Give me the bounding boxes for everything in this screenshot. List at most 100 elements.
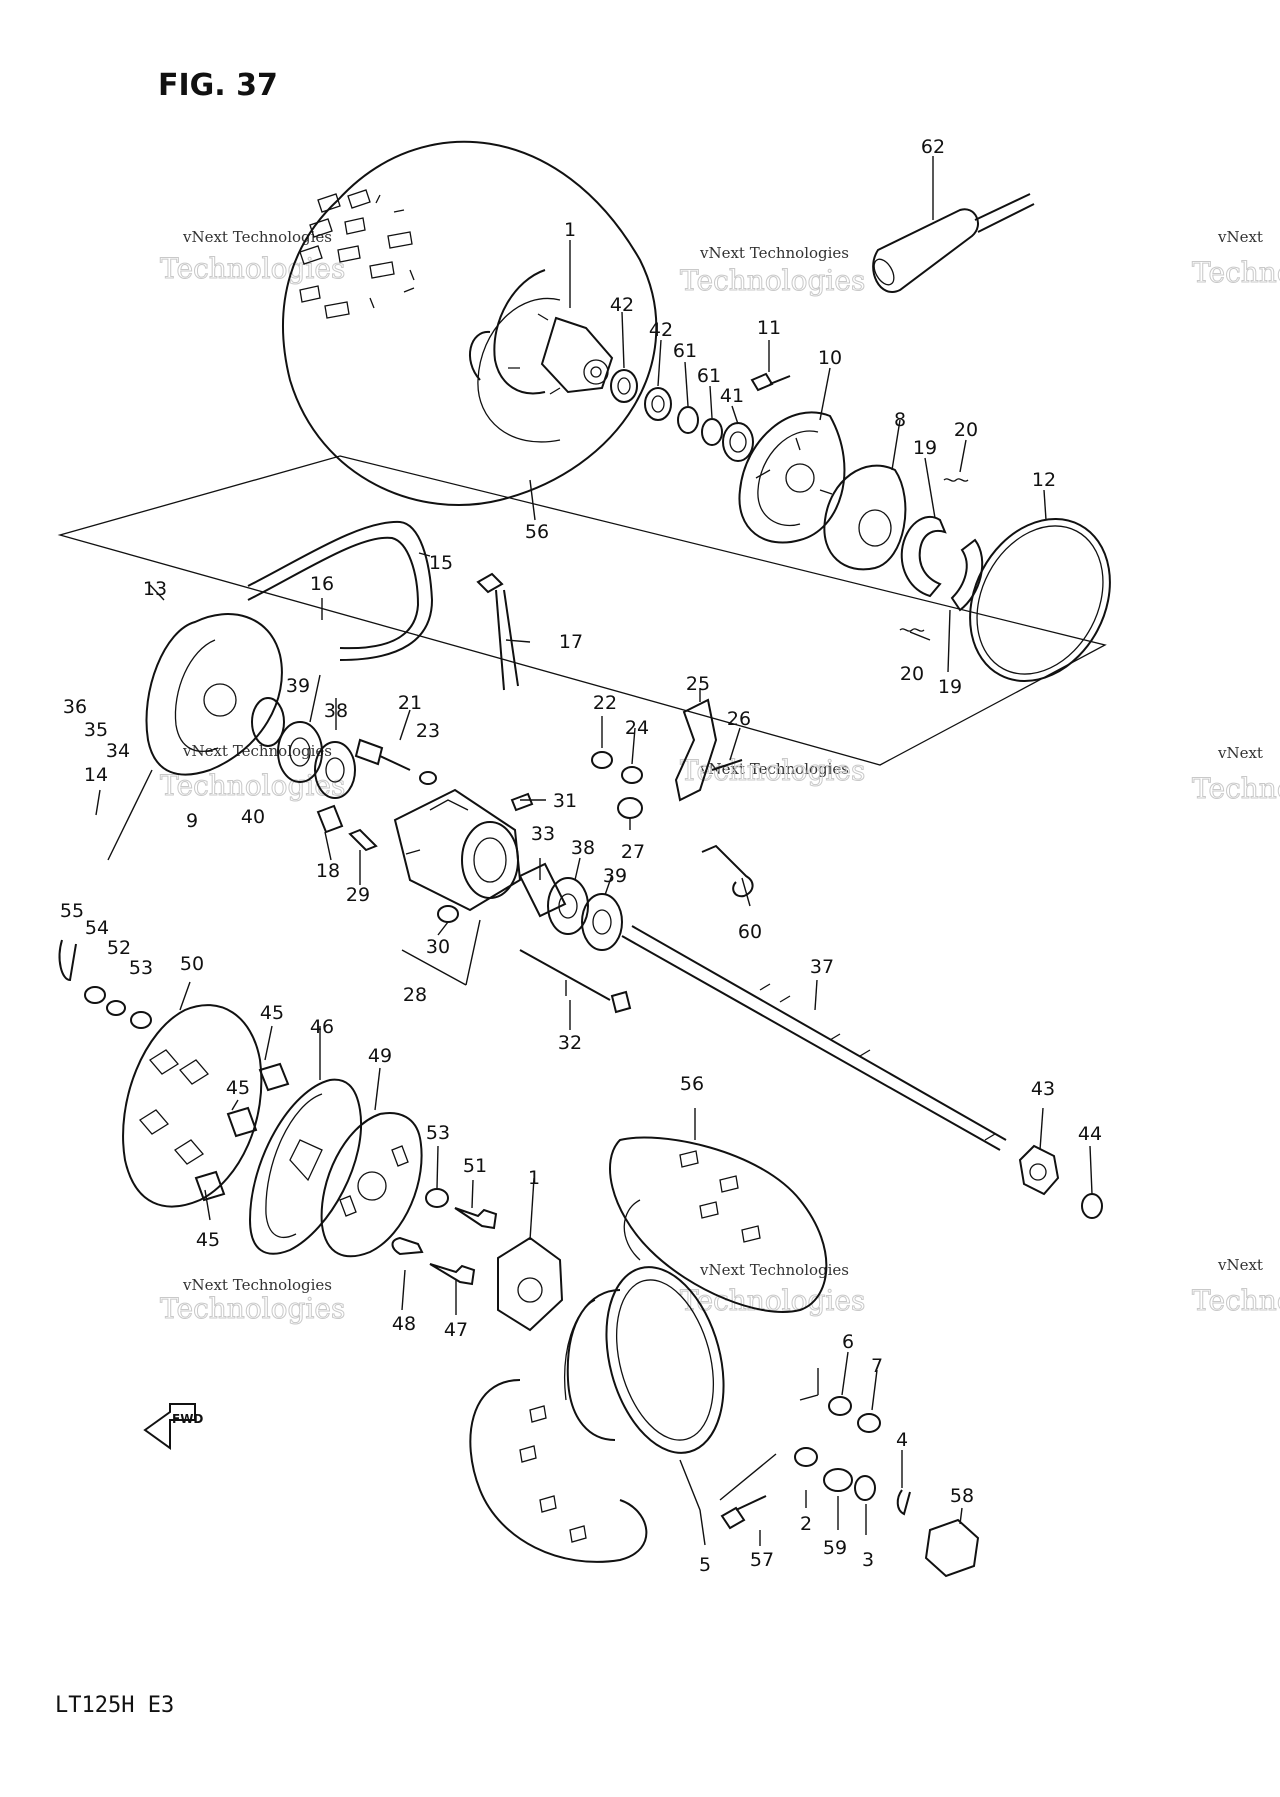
callout-5: 5: [699, 1554, 711, 1576]
callout-20: 20: [900, 663, 924, 685]
bearings-left: [251, 697, 356, 799]
bleeder-17: [476, 572, 519, 691]
assembly-outline: [57, 455, 1107, 766]
callout-32: 32: [558, 1032, 582, 1054]
tire-outer-lower: [469, 1379, 648, 1563]
callout-58: 58: [950, 1485, 974, 1507]
brake-backing-plate: [145, 613, 283, 776]
callout-16: 16: [310, 573, 334, 595]
callout-34: 34: [106, 740, 130, 762]
lower-tire: [609, 1136, 828, 1313]
callout-36: 36: [63, 696, 87, 718]
callout-45: 45: [260, 1002, 284, 1024]
small-fasteners-mid: [419, 751, 643, 819]
watermark-text-big: Technologies: [160, 252, 345, 285]
callout-42: 42: [610, 294, 634, 316]
callout-15: 15: [429, 552, 453, 574]
callout-11: 11: [757, 317, 781, 339]
callout-10: 10: [818, 347, 842, 369]
hub-upper: [469, 269, 614, 395]
bolt-11: [750, 372, 791, 392]
watermark-text: vNext Technologies: [182, 228, 332, 246]
callout-39: 39: [603, 865, 627, 887]
watermark-text-big: Technologies: [680, 264, 865, 297]
model-code: LT125H E3: [55, 1693, 174, 1718]
callout-24: 24: [625, 717, 649, 739]
callout-30: 30: [426, 936, 450, 958]
sprocket-fasteners: [391, 1188, 498, 1286]
fwd-label: FWD: [172, 1412, 203, 1426]
callout-47: 47: [444, 1319, 468, 1341]
callout-43: 43: [1031, 1078, 1055, 1100]
callout-1: 1: [528, 1167, 540, 1189]
callout-17: 17: [559, 631, 583, 653]
watermark-text: vNext Technologies: [182, 742, 332, 760]
sprocket-hub-49: [320, 1112, 423, 1258]
callout-40: 40: [241, 806, 265, 828]
callout-50: 50: [180, 953, 204, 975]
bolt-21: [354, 738, 411, 771]
watermark-text-big: Technologies: [680, 754, 865, 787]
tread-blocks: [299, 189, 415, 319]
sprocket-dampers: [194, 1062, 290, 1202]
callout-33: 33: [531, 823, 555, 845]
callout-18: 18: [316, 860, 340, 882]
callout-14: 14: [84, 764, 108, 786]
watermark-text: vNext: [1217, 1256, 1263, 1274]
callout-56: 56: [525, 521, 549, 543]
spring-60: [701, 844, 754, 898]
wheel-rim: [564, 1266, 725, 1454]
callout-7: 7: [871, 1355, 883, 1377]
callout-2: 2: [800, 1513, 812, 1535]
left-small-fasteners: [58, 939, 152, 1029]
tread-blocks-lower: [679, 1150, 761, 1243]
callout-8: 8: [894, 409, 906, 431]
callout-41: 41: [720, 385, 744, 407]
o-ring-12: [969, 517, 1111, 683]
bearings-right: [518, 862, 623, 951]
brake-hose: [247, 520, 434, 661]
watermark-text: vNext Technologies: [699, 244, 849, 262]
callout-22: 22: [593, 692, 617, 714]
callout-60: 60: [738, 921, 762, 943]
callout-19: 19: [938, 676, 962, 698]
callout-48: 48: [392, 1313, 416, 1335]
callout-38: 38: [324, 700, 348, 722]
callout-42: 42: [649, 319, 673, 341]
callout-21: 21: [398, 692, 422, 714]
callout-45: 45: [196, 1229, 220, 1251]
callout-27: 27: [621, 841, 645, 863]
watermark-text: vNext Technologies: [699, 1261, 849, 1279]
callout-13: 13: [143, 578, 167, 600]
callout-12: 12: [1032, 469, 1056, 491]
callout-49: 49: [368, 1045, 392, 1067]
axle-nuts-and-washers: [610, 369, 754, 462]
sprocket-cover: [122, 1004, 263, 1208]
rear-axle: [621, 925, 1007, 1151]
callout-26: 26: [727, 708, 751, 730]
watermark-text: vNext: [1217, 228, 1263, 246]
callout-28: 28: [403, 984, 427, 1006]
callout-56: 56: [680, 1073, 704, 1095]
watermark-text-big: Technologies: [1192, 1284, 1280, 1317]
callout-6: 6: [842, 1331, 854, 1353]
bracket-25: [674, 698, 743, 802]
callout-37: 37: [810, 956, 834, 978]
fwd-arrow: FWD: [143, 1403, 203, 1450]
brake-shoes: [899, 478, 984, 632]
watermark-text-big: Technologies: [1192, 256, 1280, 289]
callout-20: 20: [954, 419, 978, 441]
callout-52: 52: [107, 937, 131, 959]
watermark-text: vNext Technologies: [182, 1276, 332, 1294]
callout-62: 62: [921, 136, 945, 158]
callout-3: 3: [862, 1549, 874, 1571]
callout-44: 44: [1078, 1123, 1102, 1145]
callout-55: 55: [60, 900, 84, 922]
tool-62: [872, 193, 1035, 293]
callout-57: 57: [750, 1549, 774, 1571]
callout-59: 59: [823, 1537, 847, 1559]
bolt-32: [519, 949, 632, 1014]
watermark-group: vNext Technologies Technologies vNext Te…: [160, 228, 1280, 1326]
callout-38: 38: [571, 837, 595, 859]
